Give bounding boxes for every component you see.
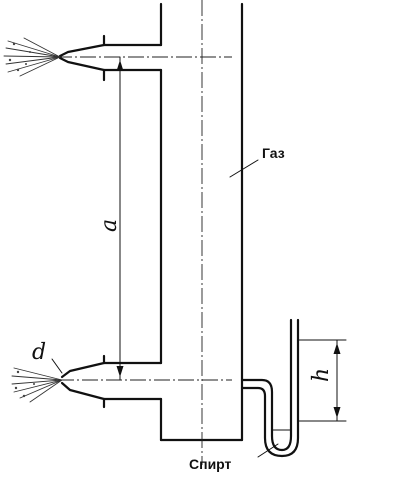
dimension-a	[116, 56, 124, 381]
distance-a-label: a	[97, 219, 122, 232]
gas-label: Газ	[262, 145, 285, 161]
manometer-u-tube	[240, 318, 300, 458]
leader-lines	[51, 159, 279, 458]
alcohol-label: Спирт	[189, 456, 232, 472]
diameter-d-label: d	[32, 340, 46, 365]
height-h-label: h	[309, 368, 334, 382]
lower-flame-spray	[11, 367, 63, 403]
upper-branch	[58, 34, 163, 82]
lower-branch	[60, 354, 163, 409]
upper-flame-spray	[3, 37, 61, 77]
center-lines	[56, 0, 232, 465]
dimension-h	[297, 339, 347, 422]
main-pipe	[159, 2, 244, 442]
